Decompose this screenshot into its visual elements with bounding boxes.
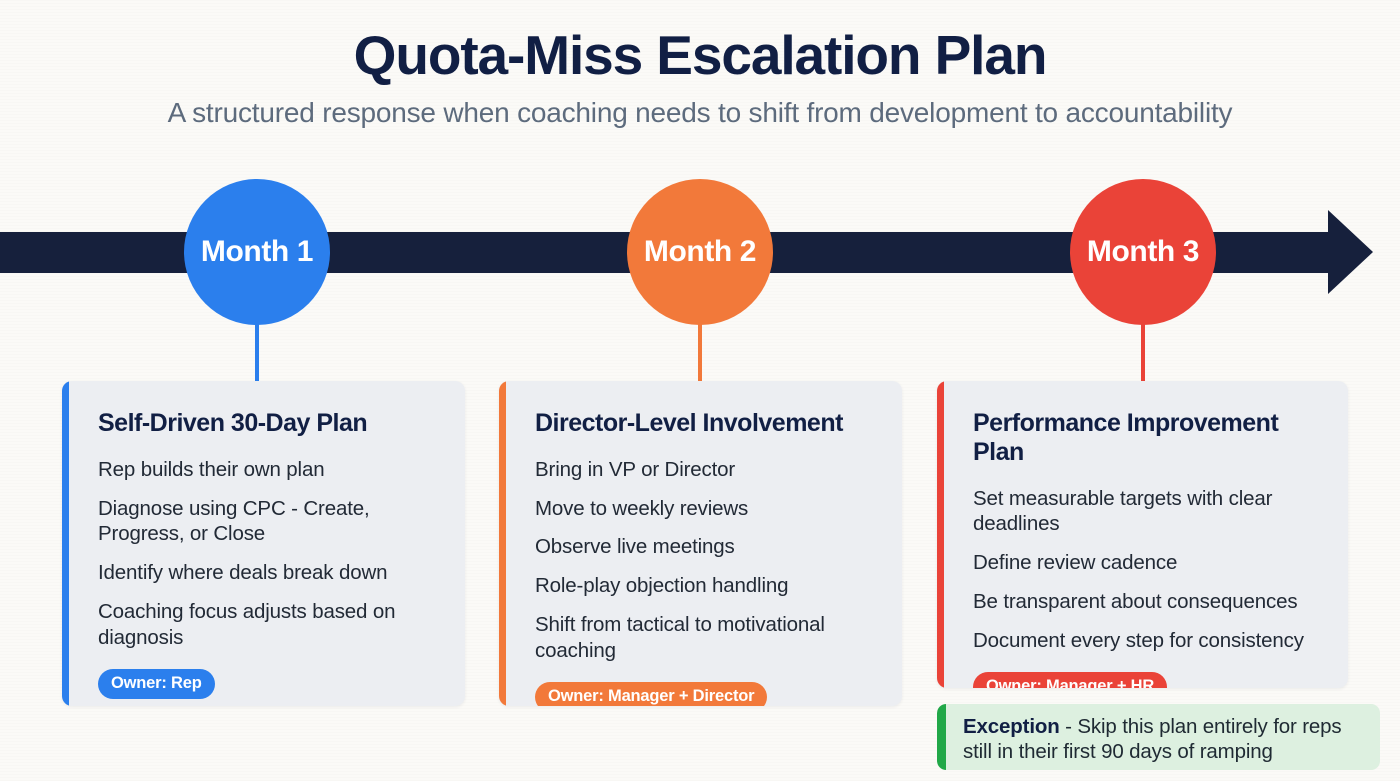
card-item-list: Rep builds their own plan Diagnose using… (98, 457, 435, 651)
header: Quota-Miss Escalation Plan A structured … (0, 24, 1400, 129)
list-item: Role-play objection handling (535, 574, 789, 598)
list-item: Define review cadence (973, 551, 1178, 575)
phase-card-month-3[interactable]: Performance Improvement Plan Set measura… (937, 381, 1348, 688)
connector-line-month-1 (255, 320, 259, 382)
exception-label: Exception (963, 715, 1060, 738)
connector-line-month-2 (698, 320, 702, 382)
phase-card-month-2[interactable]: Director-Level Involvement Bring in VP o… (499, 381, 902, 706)
card-title: Self-Driven 30-Day Plan (98, 409, 368, 437)
card-title: Director-Level Involvement (535, 409, 843, 437)
owner-badge: Owner: Manager + Director (535, 681, 768, 706)
milestone-label: Month 2 (643, 235, 757, 268)
exception-text: Exception - Skip this plan entirely for … (963, 714, 1366, 764)
timeline-milestone-month-1[interactable]: Month 1 (184, 179, 330, 325)
connector-line-month-3 (1141, 320, 1145, 382)
card-item-list: Set measurable targets with clear deadli… (973, 486, 1318, 654)
timeline-arrow-icon (1328, 210, 1373, 294)
list-item: Bring in VP or Director (535, 457, 736, 481)
list-item: Identify where deals break down (98, 561, 388, 585)
list-item: Document every step for consistency (973, 628, 1304, 652)
list-item: Rep builds their own plan (98, 457, 325, 481)
milestone-label: Month 1 (200, 235, 314, 268)
timeline-milestone-month-3[interactable]: Month 3 (1070, 179, 1216, 325)
card-title: Performance Improvement Plan (973, 409, 1279, 466)
list-item: Move to weekly reviews (535, 496, 749, 520)
list-item: Observe live meetings (535, 535, 735, 559)
list-item: Be transparent about consequences (973, 589, 1298, 613)
list-item: Shift from tactical to motivational coac… (535, 613, 825, 662)
page-subtitle: A structured response when coaching need… (167, 97, 1233, 129)
page-title: Quota-Miss Escalation Plan (353, 24, 1048, 86)
exception-body: - Skip this plan entirely for reps still… (963, 715, 1342, 763)
exception-note: Exception - Skip this plan entirely for … (937, 704, 1380, 770)
list-item: Set measurable targets with clear deadli… (973, 486, 1273, 536)
owner-badge: Owner: Manager + HR (973, 671, 1168, 688)
phase-card-month-1[interactable]: Self-Driven 30-Day Plan Rep builds their… (62, 381, 465, 706)
card-item-list: Bring in VP or Director Move to weekly r… (535, 457, 872, 664)
milestone-label: Month 3 (1086, 235, 1200, 268)
list-item: Coaching focus adjusts based on diagnosi… (98, 600, 396, 649)
owner-badge: Owner: Rep (98, 668, 215, 699)
list-item: Diagnose using CPC - Create, Progress, o… (98, 496, 370, 546)
timeline-milestone-month-2[interactable]: Month 2 (627, 179, 773, 325)
